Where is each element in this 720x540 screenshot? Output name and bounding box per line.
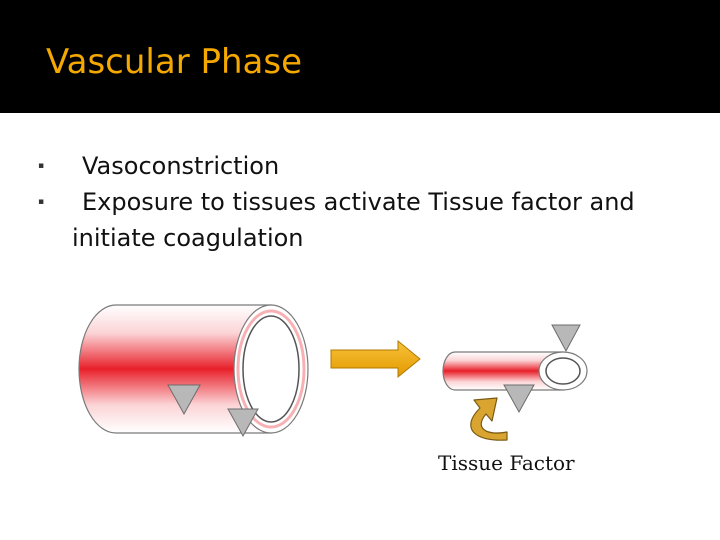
constricted-vessel-body [442,351,564,391]
bullet-marker-icon: ▪ [38,197,45,207]
large-vessel-lumen [242,315,300,423]
bullet-text: Exposure to tissues activate Tissue fact… [72,188,635,252]
bullet-list: ▪ Vasoconstriction ▪ Exposure to tissues… [38,148,698,256]
tissue-factor-curved-arrow-icon [470,397,508,441]
large-vessel-body [78,304,272,434]
platelet-marker-2 [227,408,259,438]
platelet-marker-4 [503,384,535,414]
platelet-marker-3 [551,324,581,353]
large-vessel [78,304,309,434]
tissue-factor-label: Tissue Factor [438,451,575,475]
slide-title: Vascular Phase [46,42,302,82]
constricted-vessel [442,351,588,391]
bullet-marker-icon: ▪ [38,161,45,171]
large-vessel-wall-red [236,309,306,429]
constricted-vessel-lumen [545,357,581,385]
bullet-item-tissue-exposure: ▪ Exposure to tissues activate Tissue fa… [38,184,698,256]
bullet-item-vasoconstriction: ▪ Vasoconstriction [38,148,698,184]
transition-arrow [330,339,421,379]
platelet-marker-1 [167,384,201,416]
title-bar: Vascular Phase [0,0,720,113]
bullet-text: Vasoconstriction [82,152,280,180]
